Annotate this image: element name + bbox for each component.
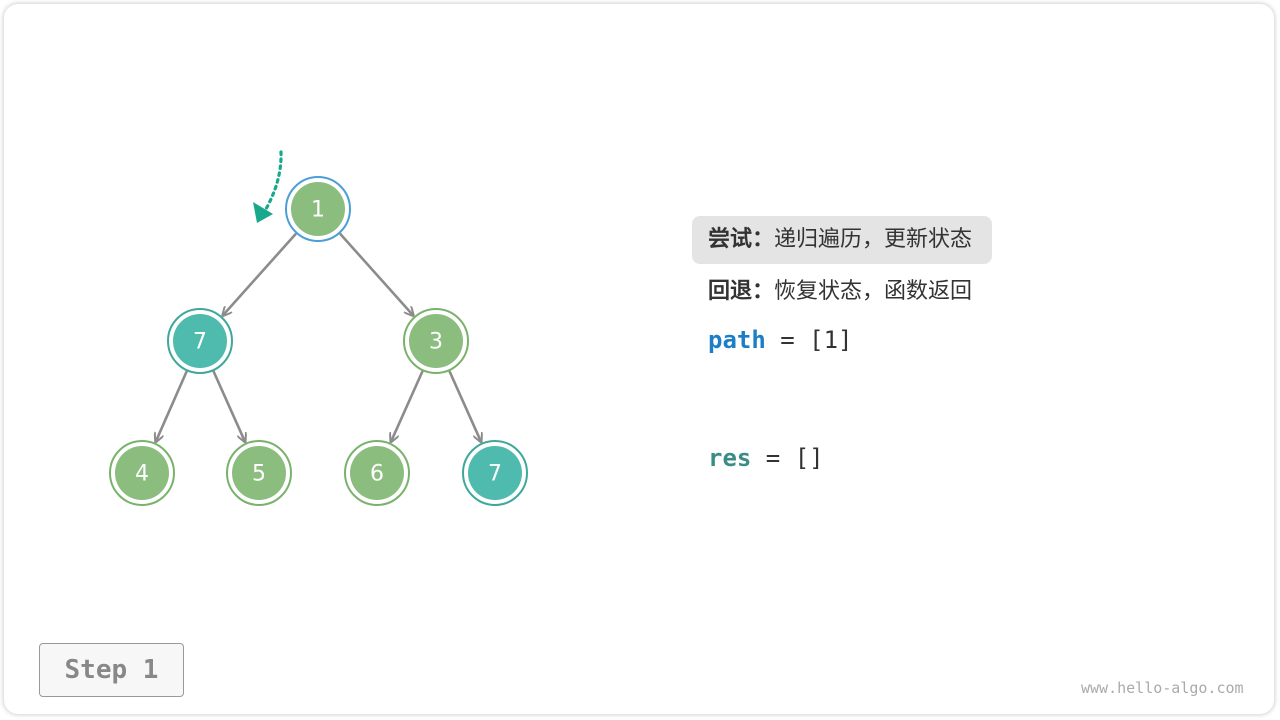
traversal-arrowhead-icon bbox=[253, 202, 273, 223]
legend-try: 尝试：递归遍历，更新状态 bbox=[692, 216, 993, 264]
tree-nodes: 1 7 3 4 5 6 7 bbox=[109, 176, 528, 506]
legend-try-text: 递归遍历，更新状态 bbox=[774, 227, 973, 252]
tree-edge-n3-n7 bbox=[448, 370, 480, 441]
tree-node-n5: 5 bbox=[226, 440, 292, 506]
res-variable: res bbox=[708, 444, 752, 472]
res-line: res = [] bbox=[708, 444, 824, 472]
tree-node-n6: 6 bbox=[344, 440, 410, 506]
node-fill bbox=[232, 446, 286, 500]
node-label: 1 bbox=[311, 198, 325, 223]
step-indicator: Step 1 bbox=[39, 643, 184, 697]
watermark: www.hello-algo.com bbox=[1081, 679, 1244, 697]
tree-edge-n1-n2 bbox=[223, 232, 297, 315]
node-label: 7 bbox=[488, 462, 502, 487]
path-variable: path bbox=[708, 326, 766, 354]
legend-try-key: 尝试： bbox=[708, 227, 775, 252]
legend-backtrack: 回退：恢复状态，函数返回 bbox=[692, 268, 992, 316]
node-fill bbox=[291, 182, 345, 236]
res-value: = [] bbox=[751, 444, 824, 472]
tree-edges bbox=[156, 232, 481, 441]
tree-node-n3: 3 bbox=[403, 308, 469, 374]
path-line: path = [1] bbox=[708, 326, 853, 354]
node-label: 4 bbox=[135, 462, 149, 487]
node-fill bbox=[468, 446, 522, 500]
path-value: = [1] bbox=[765, 326, 853, 354]
tree-edge-n3-n6 bbox=[391, 370, 424, 441]
binary-tree-diagram: 1 7 3 4 5 6 7 bbox=[109, 150, 528, 506]
tree-node-n1: 1 bbox=[285, 176, 351, 242]
diagram-card: 1 7 3 4 5 6 7 尝试：递归遍历，更新状态 回退：恢复状态，函数返回 path =… bbox=[4, 4, 1274, 714]
node-label: 6 bbox=[370, 462, 384, 487]
node-fill bbox=[115, 446, 169, 500]
traversal-pointer bbox=[253, 150, 283, 223]
legend-backtrack-text: 恢复状态，函数返回 bbox=[774, 279, 973, 304]
tree-node-n7: 7 bbox=[462, 440, 528, 506]
node-fill bbox=[173, 314, 227, 368]
node-fill bbox=[409, 314, 463, 368]
node-label: 7 bbox=[193, 330, 207, 355]
tree-node-n4: 4 bbox=[109, 440, 175, 506]
node-label: 3 bbox=[429, 330, 443, 355]
node-fill bbox=[350, 446, 404, 500]
tree-edge-n2-n5 bbox=[212, 370, 244, 441]
traversal-arrow-icon bbox=[264, 150, 283, 211]
node-label: 5 bbox=[252, 462, 266, 487]
legend-backtrack-key: 回退： bbox=[708, 279, 775, 304]
tree-node-n2: 7 bbox=[167, 308, 233, 374]
tree-edge-n1-n3 bbox=[339, 232, 413, 315]
tree-edge-n2-n4 bbox=[156, 370, 188, 441]
